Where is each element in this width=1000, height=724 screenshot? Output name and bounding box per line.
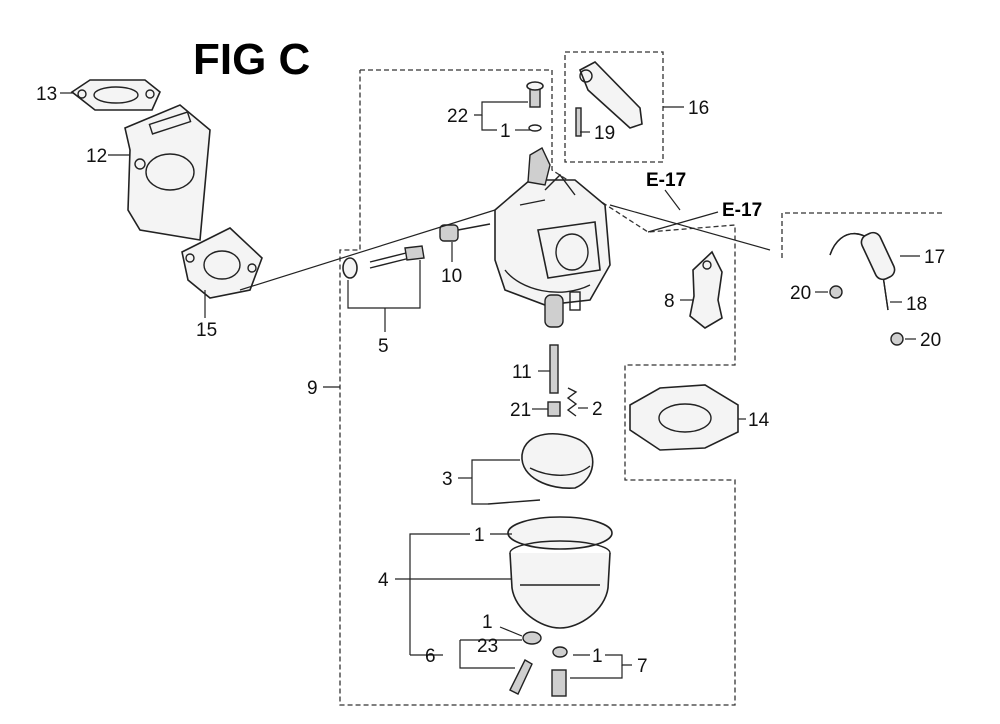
callout-19: 19 — [594, 123, 615, 144]
part-16-lever — [578, 61, 643, 129]
main-assembly-frame — [339, 69, 736, 706]
callout-20-bottom: 20 — [920, 330, 941, 351]
hose-inset-frame — [781, 212, 942, 260]
callout-14: 14 — [748, 410, 770, 431]
callout-22: 22 — [447, 106, 468, 127]
part-2-spring — [566, 387, 578, 417]
part-17-hose — [860, 231, 896, 281]
reference-e17-upper: E-17 — [646, 170, 686, 191]
part-13-gasket — [70, 79, 161, 111]
part-14-insulator — [629, 384, 739, 451]
callout-6: 6 — [425, 646, 436, 667]
callout-1-bowl-gasket: 1 — [474, 525, 485, 546]
part-12-plate — [124, 104, 211, 241]
callout-9: 9 — [307, 378, 318, 399]
part-4-float-bowl — [507, 516, 613, 629]
callout-5: 5 — [378, 336, 389, 357]
callout-3: 3 — [442, 469, 453, 490]
callout-15: 15 — [196, 320, 217, 341]
reference-e17-lower: E-17 — [722, 200, 762, 221]
callout-16: 16 — [688, 98, 709, 119]
figure-title: FIG C — [193, 35, 310, 84]
part-3-float — [487, 432, 594, 505]
callout-4: 4 — [378, 570, 389, 591]
part-10-bolt — [439, 223, 491, 242]
callout-18: 18 — [906, 294, 927, 315]
callout-7: 7 — [637, 656, 648, 677]
part-23-drain-screw — [509, 631, 542, 695]
part-20-clip-top — [829, 285, 843, 299]
callout-23: 23 — [477, 636, 498, 657]
callout-1-top: 1 — [500, 121, 511, 142]
callout-8: 8 — [664, 291, 675, 312]
callout-21: 21 — [510, 400, 531, 421]
carburetor-body — [494, 147, 611, 328]
leader-lines — [60, 92, 920, 679]
part-19-pin — [575, 107, 582, 137]
cross-references: E-17 E-17 — [646, 170, 762, 221]
part-21-clip — [547, 401, 561, 417]
callout-20-top: 20 — [790, 283, 811, 304]
part-11-needle — [549, 344, 559, 394]
part-8-gasket — [689, 250, 723, 329]
part-7-bolt — [551, 646, 568, 697]
callout-10: 10 — [441, 266, 462, 287]
callout-1-drain-washer: 1 — [482, 612, 493, 633]
callout-12: 12 — [86, 146, 107, 167]
callout-1-bolt-washer: 1 — [592, 646, 603, 667]
callout-13: 13 — [36, 84, 57, 105]
part-20-clip-bottom — [890, 332, 904, 346]
callout-2: 2 — [592, 399, 603, 420]
callout-17: 17 — [924, 247, 945, 268]
callout-11: 11 — [512, 362, 532, 383]
part-22-screw — [526, 81, 544, 132]
part-5-adjust-screw — [342, 245, 425, 279]
assembly-frames — [339, 51, 942, 706]
part-15-gasket — [181, 227, 263, 299]
callout-numbers: 13 12 15 5 10 22 1 16 19 8 17 20 18 20 9… — [36, 84, 945, 677]
